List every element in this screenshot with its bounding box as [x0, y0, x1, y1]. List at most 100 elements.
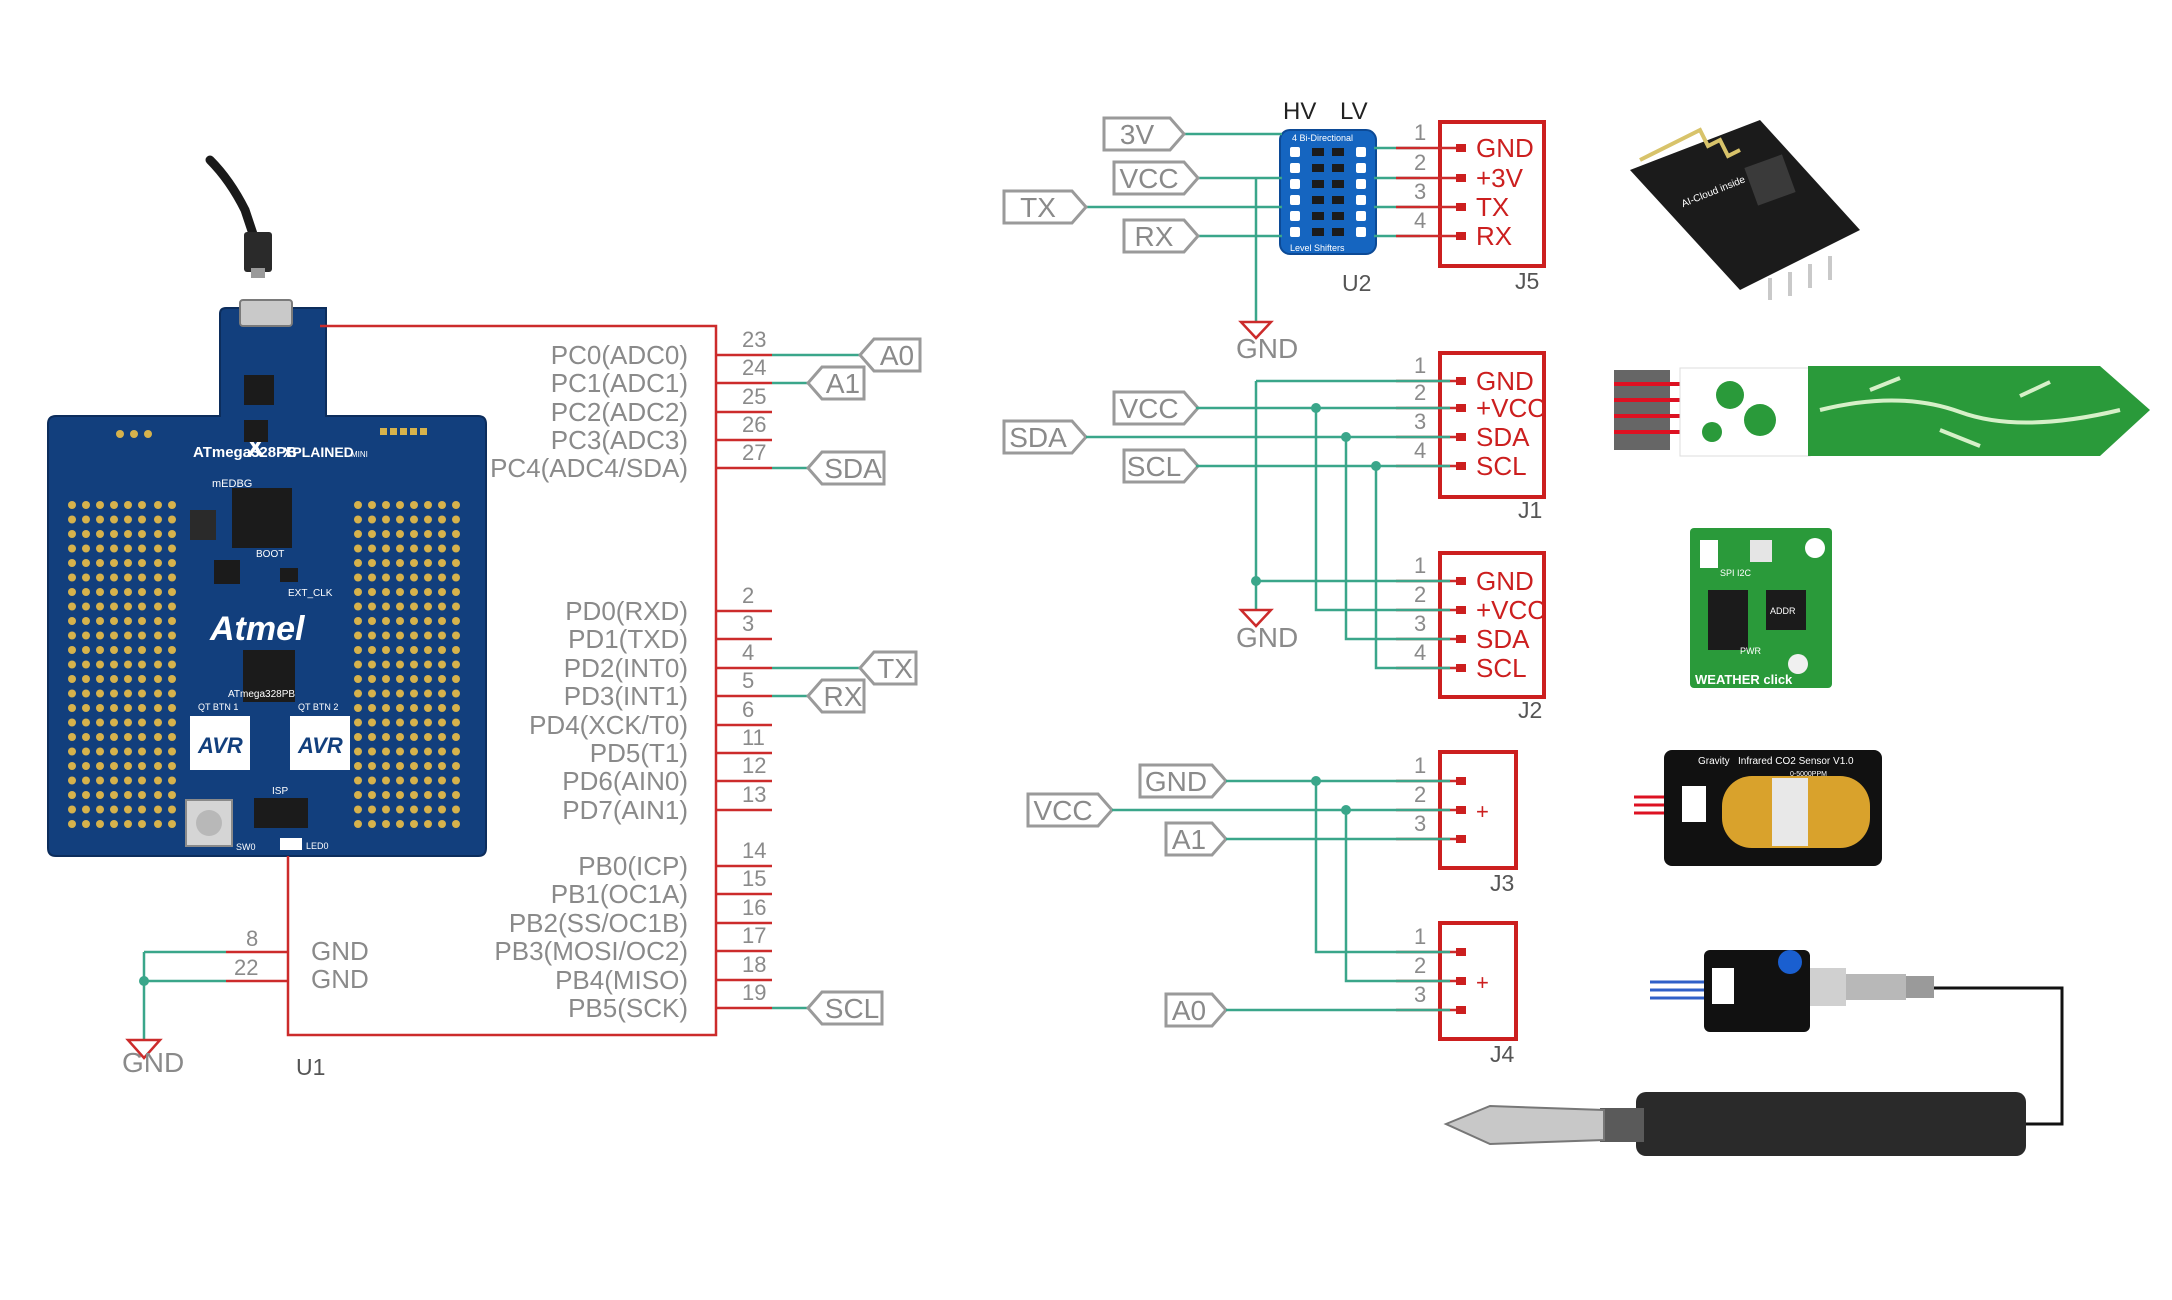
u1-pin-num: 13: [742, 782, 766, 807]
j4-pin-label: +: [1476, 970, 1489, 995]
u1-pin-gnd-2: GND: [311, 964, 369, 994]
svg-text:Gravity: Gravity: [1698, 756, 1730, 767]
j2-pin-label: SDA: [1476, 624, 1530, 654]
avr-logo-1: AVR: [197, 733, 243, 758]
j5-pin-num: 4: [1414, 208, 1426, 233]
u1-pin-name: PD1(TXD): [568, 624, 688, 654]
j3-pin-num: 3: [1414, 811, 1426, 836]
u1-pin-name: PB3(MOSI/OC2): [494, 936, 688, 966]
u1-symbol-outline: [286, 324, 718, 1037]
net-flag-a1-2-label: A1: [1172, 824, 1206, 855]
co2-sensor-module: Gravity Infrared CO2 Sensor V1.0 0-5000P…: [1634, 750, 1882, 866]
j4-ref: J4: [1490, 1041, 1515, 1067]
net-flag-a1: A1: [806, 365, 866, 401]
u1-pin-name: PD4(XCK/T0): [529, 710, 688, 740]
xplained-mini-board: ATmega328PB X XPLAINED MINI mEDBG BOOT E…: [47, 155, 487, 857]
medbg-chip: [232, 488, 292, 548]
net-flag-sda-2: SDA: [1002, 419, 1088, 455]
soil-probe: [1808, 366, 2150, 456]
u1-pin-name: PC0(ADC0): [551, 340, 688, 370]
antenna-icon: [1639, 127, 1741, 162]
connectors: 1GND2+3V3TX4RXJ51GND2+VCC3SDA4SCLJ11GND2…: [1396, 120, 1546, 1067]
gnd-symbol-icon: [125, 1038, 163, 1060]
u1-pins: 23PC0(ADC0)24PC1(ADC1)25PC2(ADC2)26PC3(A…: [490, 327, 772, 1023]
u1-pin-name: PC1(ADC1): [551, 368, 688, 398]
net-flag-vcc-3-label: VCC: [1033, 795, 1092, 826]
net-flag-rx-label: RX: [824, 681, 863, 712]
net-flag-scl-2-label: SCL: [1127, 451, 1181, 482]
u1-gnd-pins: 8 22 GND GND GND U1: [122, 926, 369, 1080]
probe-body: [1636, 1092, 2026, 1156]
j2-pin-label: +VCC: [1476, 595, 1546, 625]
j5-pin-num: 1: [1414, 120, 1426, 145]
net-flag-3v-label: 3V: [1120, 119, 1155, 150]
j1-pin-label: SCL: [1476, 451, 1527, 481]
net-flag-a1-2: A1: [1164, 821, 1228, 857]
j3-connector: 12+3J3: [1396, 750, 1518, 896]
j1-pin-num: 4: [1414, 438, 1426, 463]
u1-pin-num-22: 22: [234, 955, 258, 980]
svg-text:WEATHER click: WEATHER click: [1695, 672, 1793, 687]
usb-receptacle-icon: [239, 299, 293, 327]
j1-j2-wires: GND: [1086, 379, 1450, 670]
j5-pin-label: +3V: [1476, 163, 1524, 193]
u2-lv-label: LV: [1340, 98, 1368, 125]
j5-pin-num: 2: [1414, 150, 1426, 175]
svg-text:PWR: PWR: [1740, 646, 1761, 656]
u2-hv-label: HV: [1283, 98, 1316, 125]
j1-pin-label: GND: [1476, 366, 1534, 396]
u1-pin-name: PB4(MISO): [555, 965, 688, 995]
u1-pin-num: 16: [742, 895, 766, 920]
qt-button-1[interactable]: [190, 716, 250, 770]
net-flag-scl-2: SCL: [1122, 448, 1200, 484]
u2-ref: U2: [1342, 270, 1371, 296]
u1-pin-num: 15: [742, 866, 766, 891]
u1-ref: U1: [296, 1054, 325, 1080]
boot-label: BOOT: [256, 549, 284, 560]
led0-label: LED0: [306, 841, 329, 851]
u1-pin-num: 25: [742, 384, 766, 409]
u1-pin-name: PC4(ADC4/SDA): [490, 453, 688, 483]
u1-pin-name: PB1(OC1A): [551, 879, 688, 909]
u1-pin-name: PD6(AIN0): [562, 766, 688, 796]
temperature-probe-module: [1443, 950, 2064, 1156]
u1-pin-name: PD5(T1): [590, 738, 688, 768]
u1-pin-name: PD2(INT0): [564, 653, 688, 683]
net-flag-sda-2-label: SDA: [1009, 422, 1067, 453]
net-flag-tx-2-label: TX: [1020, 192, 1056, 223]
led0-icon: [280, 838, 302, 850]
u1-pin-num: 23: [742, 327, 766, 352]
j2-pin-label: GND: [1476, 566, 1534, 596]
svg-text:ADDR: ADDR: [1770, 606, 1796, 616]
qt-button-2[interactable]: [290, 716, 350, 770]
probe-tip: [1443, 1104, 1605, 1146]
u1-pin-name: PB5(SCK): [568, 993, 688, 1023]
net-flag-vcc-3: VCC: [1026, 792, 1114, 828]
j1-pin-num: 2: [1414, 380, 1426, 405]
net-flag-scl: SCL: [806, 990, 884, 1026]
net-flag-gnd-label: GND: [1145, 766, 1207, 797]
board-subtitle: XPLAINED: [283, 444, 354, 460]
j4-pin-num: 3: [1414, 982, 1426, 1007]
svg-text:4 Bi-Directional: 4 Bi-Directional: [1292, 133, 1353, 143]
j5-ref: J5: [1515, 268, 1539, 294]
esp01-module: AI-Cloud inside: [1630, 120, 1860, 300]
net-flag-a1-label: A1: [826, 368, 860, 399]
u2-gnd-label: GND: [1236, 333, 1298, 364]
isp-label: ISP: [272, 786, 288, 797]
avr-logo-2: AVR: [297, 733, 343, 758]
usb-plug-icon: [244, 232, 272, 272]
u1-pin-num: 5: [742, 668, 754, 693]
u1-pin-gnd-1: GND: [311, 936, 369, 966]
net-flag-a0: A0: [858, 337, 922, 373]
esp01-board: [1630, 120, 1860, 290]
svg-text:SPI I2C: SPI I2C: [1720, 568, 1752, 578]
j3-j4-wires: [1112, 776, 1450, 1012]
u1-pin-num: 14: [742, 838, 766, 863]
header-pads: [68, 428, 460, 828]
board-title: ATmega328PB: [193, 444, 297, 461]
u1-pin-num: 6: [742, 697, 754, 722]
atmega-chip: [243, 650, 295, 702]
net-flag-rx: RX: [806, 678, 866, 714]
